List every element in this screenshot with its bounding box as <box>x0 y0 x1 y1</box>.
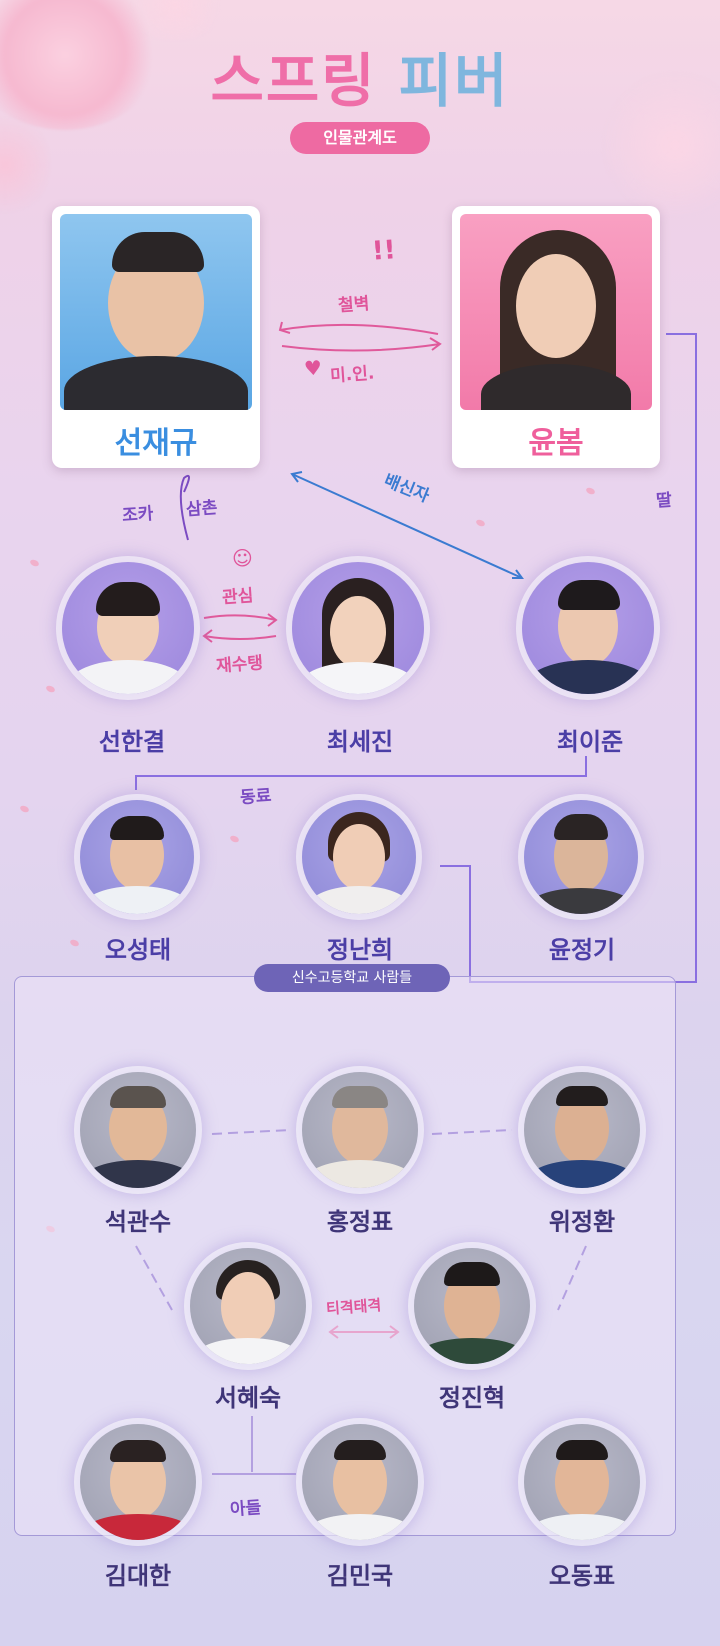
card-yun-bom: 윤봄 <box>452 206 660 468</box>
portrait-oh-dong-pyo <box>524 1424 640 1540</box>
cast-name: 석관수 <box>104 1208 172 1236</box>
cast-name: 오동표 <box>548 1562 616 1590</box>
card-seon-jae-gyu: 선재규 <box>52 206 260 468</box>
cast-name: 정진혁 <box>438 1384 506 1412</box>
page-title: 스프링 피버 <box>0 34 720 118</box>
portrait-hong-jeong-pyo <box>302 1072 418 1188</box>
title-part1: 스프링 <box>210 47 377 115</box>
cast-name: 김민국 <box>326 1562 394 1590</box>
relation-label-son: 아들 <box>229 1497 263 1521</box>
portrait-choi-se-jin <box>292 562 424 694</box>
heart-icon: ♥ <box>303 355 323 381</box>
relation-label-daughter: 딸 <box>655 490 673 512</box>
cast-name: 김대한 <box>104 1562 172 1590</box>
cast-name: 오성태 <box>104 936 172 964</box>
cast-name: 윤정기 <box>548 936 616 964</box>
blossom-decoration <box>600 70 720 220</box>
cast-name: 선한결 <box>98 728 166 756</box>
portrait-photo <box>60 214 252 410</box>
cast-name: 최세진 <box>326 728 394 756</box>
relation-label-interest: 관심 <box>221 585 255 609</box>
portrait-jeong-jin-hyeok <box>414 1248 530 1364</box>
lead-name: 윤봄 <box>528 426 584 461</box>
portrait-choi-i-jun <box>522 562 654 694</box>
relation-label-cheolbyeok: 철벽 <box>337 293 371 317</box>
relation-label-rematch: 재수탱 <box>215 653 264 677</box>
portrait-photo <box>460 214 652 410</box>
portrait-yun-jeong-gi <box>524 800 638 914</box>
portrait-seo-hye-suk <box>190 1248 306 1364</box>
school-section-title: 신수고등학교 사람들 <box>254 964 450 992</box>
cast-name: 서혜숙 <box>214 1384 282 1412</box>
portrait-kim-min-guk <box>302 1424 418 1540</box>
portrait-jeong-nan-hui <box>302 800 416 914</box>
relation-label-colleague: 동료 <box>239 785 273 809</box>
portrait-oh-seong-tae <box>80 800 194 914</box>
relation-label-miin: 미.인. <box>329 363 376 387</box>
cast-name: 정난희 <box>326 936 394 964</box>
exclamation-icon: !! <box>370 235 397 267</box>
title-part2: 피버 <box>398 47 510 115</box>
relation-label-uncle: 삼촌 <box>185 497 219 521</box>
lead-name: 선재규 <box>114 426 198 461</box>
relation-label-rivalry: 티격태격 <box>325 1296 382 1318</box>
portrait-wi-jeong-hwan <box>524 1072 640 1188</box>
portrait-seon-han-gyeol <box>62 562 194 694</box>
relation-label-nephew: 조카 <box>121 503 155 527</box>
subtitle-badge: 인물관계도 <box>290 122 430 154</box>
cast-name: 위정환 <box>548 1208 616 1236</box>
smile-icon: ☺ <box>231 545 254 571</box>
cast-name: 홍정표 <box>326 1208 394 1236</box>
portrait-seok-gwan-su <box>80 1072 196 1188</box>
portrait-kim-dae-han <box>80 1424 196 1540</box>
cast-name: 최이준 <box>556 728 624 756</box>
